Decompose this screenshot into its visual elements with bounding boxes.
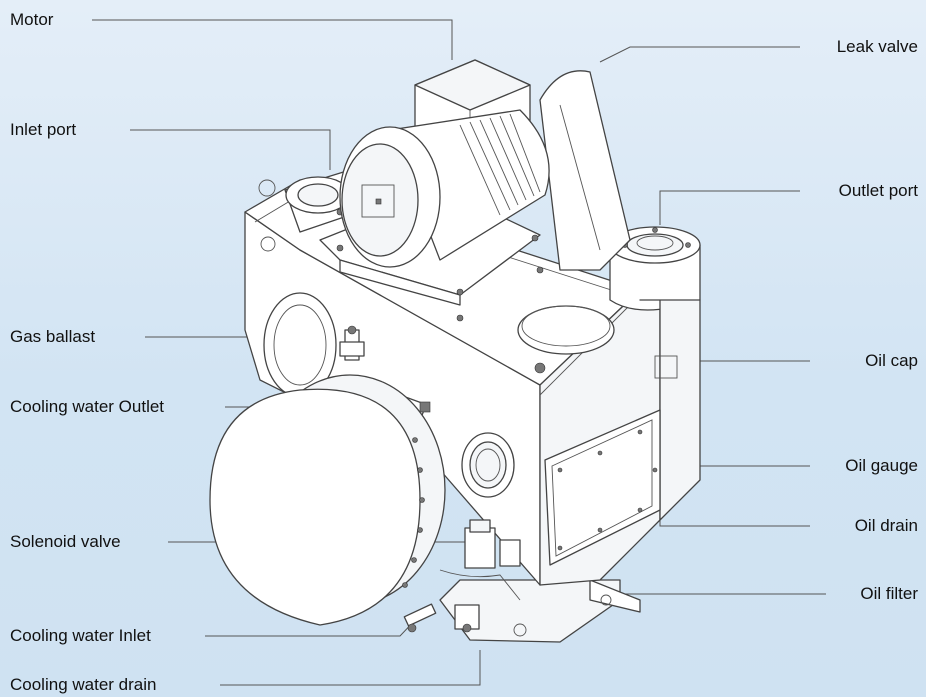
leader-leak-valve (599, 46, 800, 63)
end-cover (209, 374, 446, 626)
label-oil-cap: Oil cap (865, 351, 918, 370)
label-cooling-water-drain: Cooling water drain (10, 675, 157, 694)
leader-cooling-water-drain (220, 650, 481, 686)
label-cooling-water-inlet: Cooling water Inlet (10, 626, 151, 645)
label-gas-ballast: Gas ballast (10, 327, 96, 346)
leader-inlet-port (130, 129, 331, 170)
label-motor: Motor (10, 10, 54, 29)
oil-gauge-body (461, 432, 515, 498)
exhaust-pipe (539, 70, 631, 271)
label-solenoid-valve: Solenoid valve (10, 532, 121, 551)
leader-outlet-port (659, 190, 800, 225)
label-cooling-water-outlet: Cooling water Outlet (10, 397, 165, 416)
leader-oil-drain (659, 512, 810, 527)
gas-ballast-body (263, 292, 365, 398)
outlet-port-body (609, 226, 701, 521)
leader-motor (92, 19, 453, 60)
label-oil-filter: Oil filter (860, 584, 918, 603)
label-outlet-port: Outlet port (838, 181, 918, 200)
oil-window-plate (544, 409, 661, 566)
label-inlet-port: Inlet port (10, 120, 77, 139)
label-leak-valve: Leak valve (836, 37, 918, 56)
label-oil-drain: Oil drain (854, 516, 918, 535)
cooling-inlet-fitting (403, 603, 480, 633)
pump-base (439, 579, 641, 643)
oil-cap-body (517, 305, 678, 379)
solenoid-valve-body (439, 519, 521, 601)
label-oil-gauge: Oil gauge (845, 456, 918, 475)
motor-body (339, 59, 550, 268)
